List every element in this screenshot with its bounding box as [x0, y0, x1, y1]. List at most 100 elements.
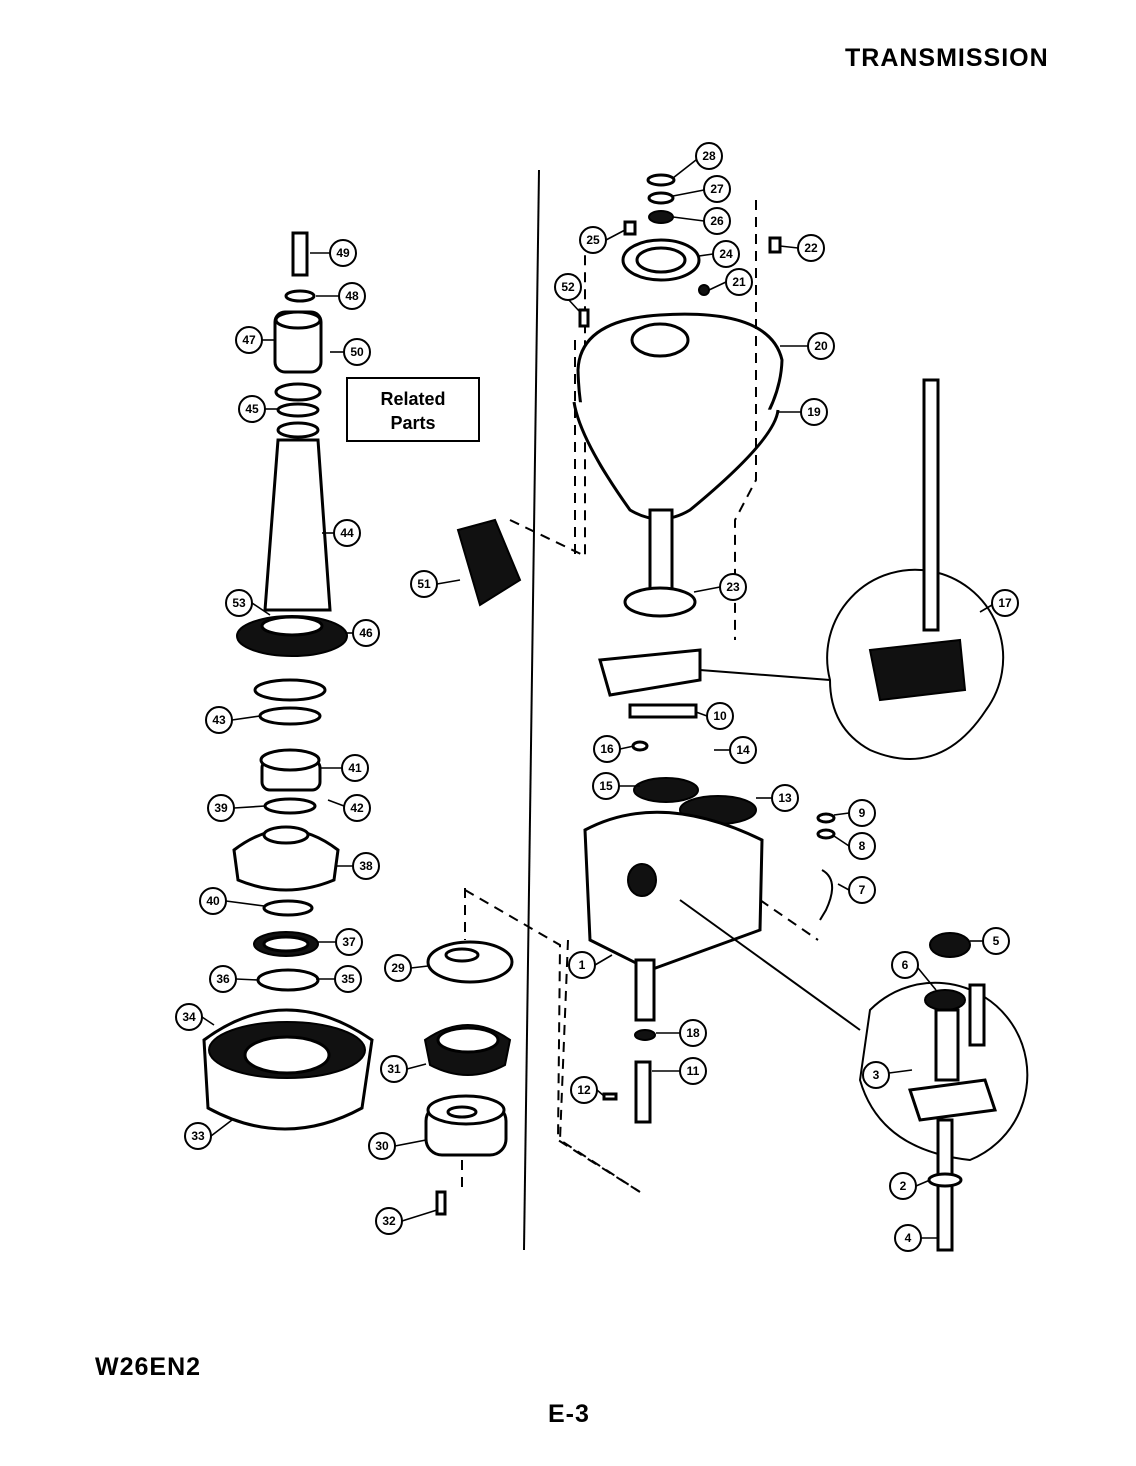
callout-2: 2 — [889, 1172, 931, 1200]
callout-44: 44 — [322, 519, 361, 547]
callout-9: 9 — [833, 799, 876, 827]
callout-12: 12 — [570, 1076, 605, 1104]
svg-text:14: 14 — [736, 743, 750, 757]
callout-51: 51 — [410, 570, 461, 598]
brake-parts — [423, 888, 641, 1216]
svg-text:17: 17 — [998, 596, 1012, 610]
callout-40: 40 — [199, 887, 265, 915]
svg-text:28: 28 — [702, 149, 716, 163]
svg-text:12: 12 — [577, 1083, 591, 1097]
svg-text:24: 24 — [719, 247, 733, 261]
svg-text:29: 29 — [391, 961, 405, 975]
callout-16: 16 — [593, 735, 635, 763]
divider-line — [523, 169, 540, 1251]
related-parts-line-1: Related — [380, 389, 446, 409]
callout-35: 35 — [316, 965, 362, 993]
svg-text:50: 50 — [350, 345, 364, 359]
callout-27: 27 — [672, 175, 731, 203]
svg-text:22: 22 — [804, 241, 818, 255]
callout-36: 36 — [209, 965, 259, 993]
callout-41: 41 — [320, 754, 369, 782]
related-parts-line-2: Parts — [390, 413, 436, 433]
svg-text:45: 45 — [245, 402, 259, 416]
callout-1: 1 — [568, 951, 613, 979]
callout-33: 33 — [184, 1119, 233, 1150]
svg-text:43: 43 — [212, 713, 226, 727]
svg-text:38: 38 — [359, 859, 373, 873]
page-title: TRANSMISSION — [845, 44, 1049, 72]
svg-text:1: 1 — [579, 958, 586, 972]
svg-text:25: 25 — [586, 233, 600, 247]
callout-29: 29 — [384, 954, 429, 982]
svg-text:42: 42 — [350, 801, 364, 815]
callout-20: 20 — [780, 332, 835, 360]
callout-10: 10 — [695, 702, 734, 730]
callout-24: 24 — [698, 240, 740, 268]
callout-6: 6 — [891, 951, 937, 991]
callout-45: 45 — [238, 395, 278, 423]
callout-42: 42 — [327, 794, 371, 822]
callout-31: 31 — [380, 1055, 427, 1083]
page-number: E-3 — [548, 1400, 590, 1428]
svg-text:34: 34 — [182, 1010, 196, 1024]
svg-text:11: 11 — [687, 1064, 700, 1078]
callout-19: 19 — [778, 398, 828, 426]
callout-30: 30 — [368, 1132, 427, 1160]
svg-text:10: 10 — [713, 709, 727, 723]
svg-text:37: 37 — [342, 935, 356, 949]
svg-text:36: 36 — [216, 972, 230, 986]
detail-17 — [699, 378, 1005, 760]
callout-7: 7 — [837, 876, 876, 904]
callout-8: 8 — [833, 832, 876, 860]
agitator-shaft-assembly — [202, 231, 374, 1131]
callout-26: 26 — [672, 207, 731, 235]
svg-text:41: 41 — [348, 761, 362, 775]
callouts: 49 48 47 50 45 44 53 46 43 41 39 42 38 4… — [175, 142, 1019, 1252]
svg-text:23: 23 — [726, 580, 740, 594]
callout-21: 21 — [708, 268, 753, 296]
svg-text:47: 47 — [242, 333, 256, 347]
callout-11: 11 — [652, 1057, 707, 1085]
svg-text:27: 27 — [710, 182, 724, 196]
callout-46: 46 — [345, 619, 380, 647]
svg-text:39: 39 — [214, 801, 228, 815]
svg-text:3: 3 — [873, 1068, 880, 1082]
detail-3-5-6 — [679, 899, 1029, 1252]
svg-text:35: 35 — [341, 972, 355, 986]
callout-34: 34 — [175, 1003, 215, 1031]
svg-text:9: 9 — [859, 806, 866, 820]
svg-text:19: 19 — [807, 405, 821, 419]
callout-15: 15 — [592, 772, 640, 800]
svg-text:52: 52 — [561, 280, 575, 294]
svg-text:53: 53 — [232, 596, 246, 610]
svg-text:20: 20 — [814, 339, 828, 353]
svg-text:8: 8 — [859, 839, 866, 853]
model-number: W26EN2 — [95, 1353, 202, 1381]
callout-47: 47 — [235, 326, 275, 354]
callout-14: 14 — [714, 736, 757, 764]
svg-text:26: 26 — [710, 214, 724, 228]
svg-text:44: 44 — [340, 526, 354, 540]
callout-37: 37 — [318, 928, 363, 956]
svg-text:48: 48 — [345, 289, 359, 303]
callout-53: 53 — [225, 589, 271, 617]
svg-text:2: 2 — [900, 1179, 907, 1193]
callout-4: 4 — [894, 1224, 938, 1252]
callout-5: 5 — [970, 927, 1010, 955]
svg-text:7: 7 — [859, 883, 866, 897]
callout-38: 38 — [336, 852, 380, 880]
callout-17: 17 — [979, 589, 1019, 617]
svg-text:49: 49 — [336, 246, 350, 260]
callout-32: 32 — [375, 1207, 438, 1235]
svg-text:33: 33 — [191, 1129, 205, 1143]
svg-text:30: 30 — [375, 1139, 389, 1153]
callout-49: 49 — [310, 239, 357, 267]
callout-23: 23 — [693, 573, 747, 601]
svg-text:31: 31 — [387, 1062, 401, 1076]
svg-text:15: 15 — [599, 779, 613, 793]
svg-text:32: 32 — [382, 1214, 396, 1228]
related-parts-box: Related Parts — [346, 377, 480, 442]
svg-text:16: 16 — [600, 742, 614, 756]
callout-22: 22 — [779, 234, 825, 262]
